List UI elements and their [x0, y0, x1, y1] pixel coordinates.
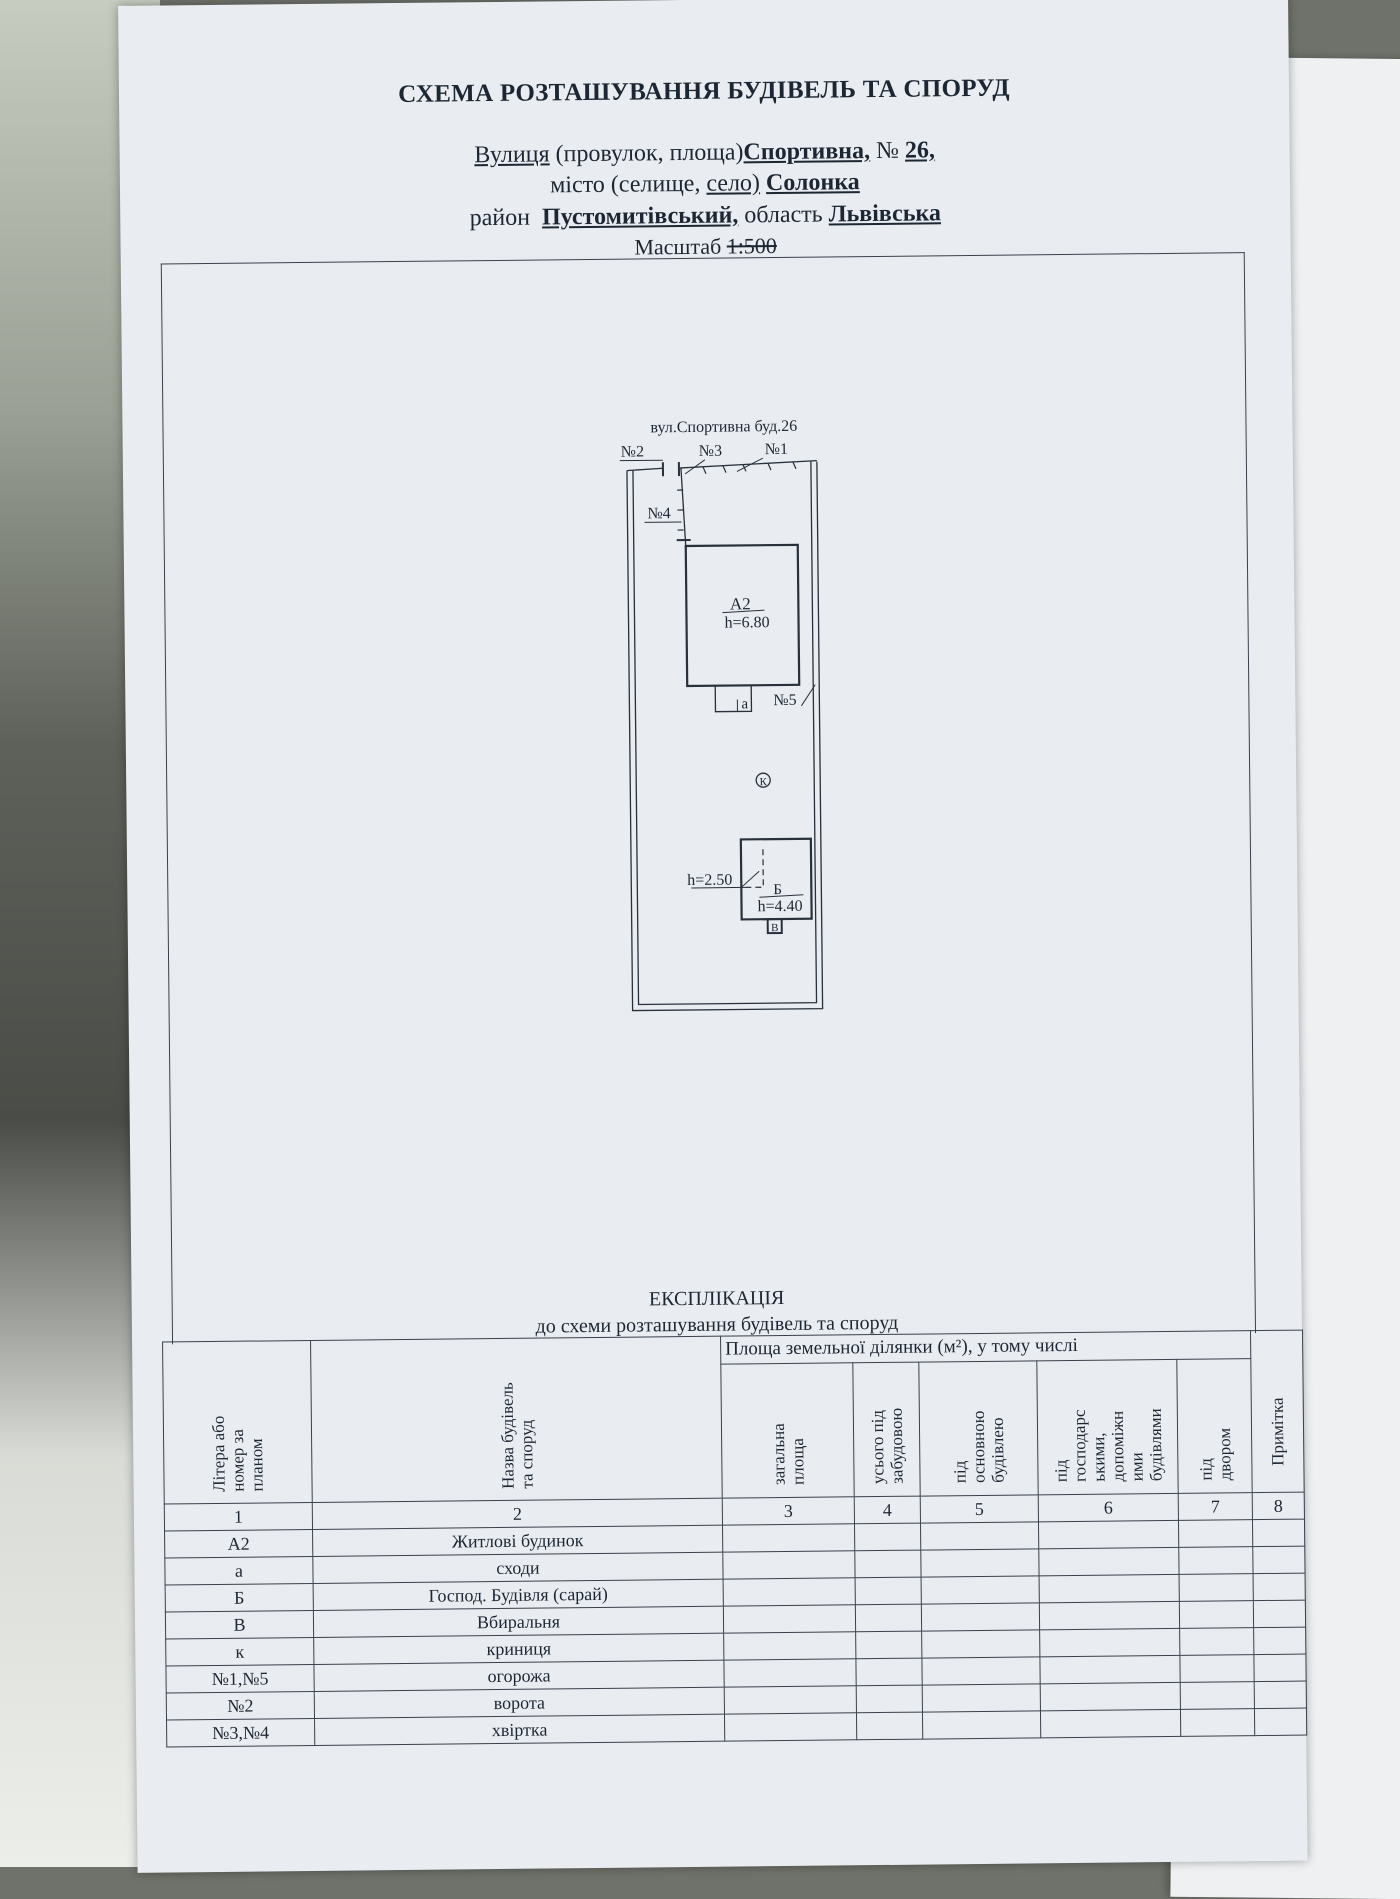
empty-cell	[723, 1524, 855, 1552]
empty-cell	[922, 1684, 1040, 1712]
col-number: 6	[1038, 1493, 1178, 1521]
row-name: Вбиральня	[313, 1606, 723, 1637]
empty-cell	[854, 1523, 920, 1551]
empty-cell	[724, 1659, 856, 1687]
parcel-boundary	[627, 461, 823, 1011]
header-code: Літера або номер за планом	[163, 1340, 313, 1504]
row-code: А2	[165, 1529, 313, 1558]
empty-cell	[1254, 1708, 1306, 1736]
empty-cell	[1180, 1655, 1254, 1683]
empty-cell	[723, 1551, 855, 1579]
header-total-area: загальна площа	[721, 1362, 854, 1498]
empty-cell	[1039, 1547, 1179, 1575]
house-height: h=6.80	[724, 614, 769, 631]
empty-cell	[723, 1605, 855, 1633]
row-name: Житлові будинок	[313, 1525, 723, 1556]
row-code: к	[166, 1637, 314, 1666]
fence-ticks	[677, 462, 797, 530]
label-n2: №2	[621, 443, 644, 460]
empty-cell	[855, 1550, 921, 1578]
empty-cell	[723, 1578, 855, 1606]
header-yard: під двором	[1177, 1358, 1252, 1493]
col-number: 1	[164, 1502, 312, 1531]
empty-cell	[1039, 1574, 1179, 1602]
empty-cell	[1179, 1547, 1253, 1575]
row-code: №3,№4	[167, 1718, 315, 1747]
empty-cell	[1180, 1709, 1254, 1737]
shed-height: h=4.40	[757, 898, 802, 915]
empty-cell	[1179, 1574, 1253, 1602]
empty-cell	[856, 1685, 922, 1713]
empty-cell	[1039, 1601, 1179, 1629]
empty-cell	[921, 1576, 1039, 1604]
empty-cell	[1252, 1519, 1304, 1547]
well-label: К	[759, 776, 767, 788]
empty-cell	[1178, 1520, 1252, 1548]
row-name: криниця	[314, 1633, 724, 1664]
empty-cell	[1254, 1681, 1306, 1709]
row-code: В	[165, 1610, 313, 1639]
empty-cell	[1180, 1682, 1254, 1710]
row-code: №1,№5	[166, 1664, 314, 1693]
empty-cell	[1038, 1520, 1178, 1548]
row-name: огорожа	[314, 1660, 724, 1691]
empty-cell	[1254, 1627, 1306, 1655]
label-n1: №1	[765, 441, 788, 458]
wicket-fence-line	[681, 468, 686, 546]
header-built-total: усього під забудовою	[853, 1362, 920, 1497]
label-n4: №4	[647, 505, 670, 522]
empty-cell	[921, 1603, 1039, 1631]
empty-cell	[856, 1658, 922, 1686]
leader-shed-h2-diag	[741, 871, 759, 887]
empty-cell	[920, 1522, 1038, 1550]
empty-cell	[724, 1686, 856, 1714]
site-plan: вул.Спортивна буд.26 №2	[118, 0, 1299, 1066]
empty-cell	[922, 1657, 1040, 1685]
row-code: Б	[165, 1583, 313, 1612]
empty-cell	[855, 1577, 921, 1605]
street-caption: вул.Спортивна буд.26	[650, 418, 797, 437]
row-code: а	[165, 1556, 313, 1585]
header-note: Примітка	[1251, 1330, 1305, 1493]
empty-cell	[1040, 1709, 1180, 1737]
shed-height-2: h=2.50	[687, 872, 732, 889]
header-name: Назва будівель та споруд	[311, 1336, 723, 1502]
row-name: ворота	[314, 1687, 724, 1718]
explication-table: Літера або номер за планом Назва будівел…	[162, 1330, 1307, 1748]
empty-cell	[921, 1549, 1039, 1577]
empty-cell	[1040, 1682, 1180, 1710]
empty-cell	[1179, 1601, 1253, 1629]
col-number: 2	[312, 1498, 722, 1529]
empty-cell	[856, 1712, 922, 1740]
col-number: 4	[854, 1496, 920, 1524]
row-code: №2	[166, 1691, 314, 1720]
empty-cell	[1254, 1654, 1306, 1682]
empty-cell	[724, 1713, 856, 1741]
empty-cell	[1040, 1628, 1180, 1656]
empty-cell	[922, 1711, 1040, 1739]
label-n5: №5	[773, 692, 796, 709]
stairs-label: а	[741, 696, 748, 712]
empty-cell	[856, 1631, 922, 1659]
empty-cell	[1040, 1655, 1180, 1683]
empty-cell	[922, 1630, 1040, 1658]
col-number: 5	[920, 1495, 1038, 1523]
toilet-label: В	[771, 922, 778, 934]
row-name: Господ. Будівля (сарай)	[313, 1579, 723, 1610]
label-n3: №3	[699, 443, 722, 460]
col-number: 7	[1178, 1493, 1252, 1521]
header-main-building: під основною будівлею	[919, 1360, 1038, 1496]
col-number: 3	[722, 1497, 854, 1525]
empty-cell	[855, 1604, 921, 1632]
row-name: хвіртка	[315, 1714, 725, 1745]
empty-cell	[1253, 1546, 1305, 1574]
col-number: 8	[1252, 1492, 1304, 1520]
empty-cell	[1253, 1600, 1305, 1628]
header-aux-buildings: під господарс ькими, допоміжн ими будівл…	[1037, 1359, 1178, 1495]
empty-cell	[1180, 1628, 1254, 1656]
row-name: сходи	[313, 1552, 723, 1583]
empty-cell	[1253, 1573, 1305, 1601]
document-sheet: СХЕМА РОЗТАШУВАННЯ БУДІВЕЛЬ ТА СПОРУД Ву…	[118, 0, 1307, 1873]
empty-cell	[724, 1632, 856, 1660]
